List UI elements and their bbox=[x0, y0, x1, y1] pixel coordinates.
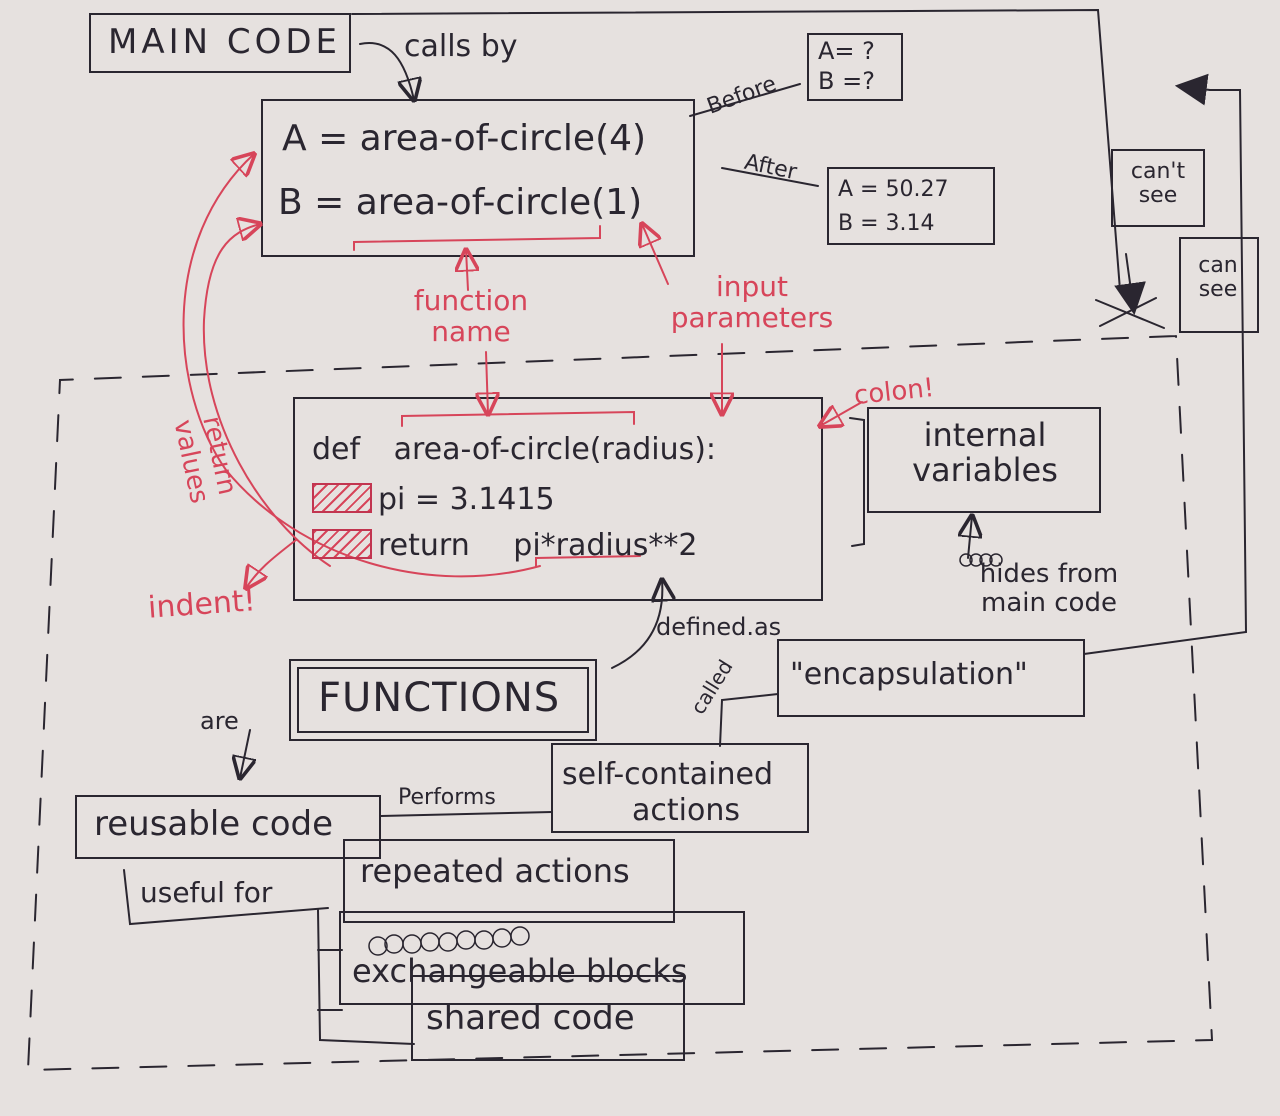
calls-by-label: calls by bbox=[404, 29, 518, 64]
indent-marker-2 bbox=[312, 529, 372, 559]
performs-line bbox=[379, 811, 553, 817]
after-box bbox=[827, 167, 995, 245]
functions-box-inner bbox=[297, 667, 589, 733]
def-keyword: def bbox=[312, 432, 361, 467]
def-signature: area-of-circle(radius): bbox=[393, 432, 717, 467]
self-contained-line-1: self-contained bbox=[562, 757, 774, 792]
self-contained-box bbox=[551, 743, 809, 833]
scribble-marks bbox=[368, 553, 1003, 956]
functions-title: FUNCTIONS bbox=[318, 675, 561, 721]
before-a: A= ? bbox=[818, 37, 875, 65]
exchangeable-blocks-label: exchangeable blocks bbox=[352, 952, 688, 990]
useful-for-label: useful for bbox=[140, 876, 273, 909]
colon-arrow bbox=[820, 401, 863, 426]
return-arrow-a bbox=[182, 154, 541, 578]
called-connector bbox=[719, 693, 779, 747]
input-parameters-label: input parameters bbox=[670, 270, 834, 334]
call-line-a: A = area-of-circle(4) bbox=[282, 118, 647, 159]
cross-mark bbox=[1095, 297, 1165, 329]
after-strike bbox=[721, 167, 819, 187]
indent-arrow bbox=[246, 539, 297, 588]
return-expression: pi*radius**2 bbox=[513, 528, 698, 563]
cant-see-label: can't see bbox=[1130, 159, 1186, 209]
are-arrow bbox=[240, 729, 250, 778]
encapsulation-label: "encapsulation" bbox=[790, 657, 1028, 692]
main-to-func-arrow bbox=[1114, 253, 1146, 316]
defined-as-arrow bbox=[611, 580, 662, 669]
input-params-up-arrow bbox=[642, 224, 669, 285]
function-name-label: function name bbox=[413, 284, 529, 348]
return-keyword: return bbox=[378, 528, 470, 563]
exchangeable-blocks-box bbox=[339, 911, 745, 1005]
before-box bbox=[807, 33, 903, 101]
return-arrow-b bbox=[202, 224, 331, 567]
calls-by-arrow bbox=[359, 42, 414, 100]
function-name-underline bbox=[353, 225, 601, 251]
reusable-code-box bbox=[75, 795, 381, 859]
repeated-actions-label: repeated actions bbox=[360, 852, 630, 890]
func-to-main-arrow bbox=[1174, 73, 1211, 106]
reusable-code-label: reusable code bbox=[94, 804, 333, 844]
useful-for-tree bbox=[317, 909, 415, 1045]
shared-code-label: shared code bbox=[426, 998, 635, 1038]
function-scope-border bbox=[26, 335, 1214, 1072]
defined-as-label: defined.as bbox=[656, 613, 782, 641]
internal-bracket bbox=[849, 417, 865, 547]
call-line-b: B = area-of-circle(1) bbox=[278, 182, 643, 223]
hides-from-label: hides from main code bbox=[979, 559, 1119, 618]
expression-underline bbox=[535, 555, 641, 567]
encapsulation-box bbox=[777, 639, 1085, 717]
after-a: A = 50.27 bbox=[838, 177, 949, 202]
indent-label: indent! bbox=[146, 583, 257, 626]
internal-variables-box bbox=[867, 407, 1101, 513]
self-contained-line-2: actions bbox=[632, 793, 740, 828]
indent-marker-1 bbox=[312, 483, 372, 513]
function-name-up-arrow bbox=[466, 250, 468, 291]
before-underline bbox=[689, 83, 801, 117]
after-b: B = 3.14 bbox=[838, 211, 935, 236]
main-code-box bbox=[89, 13, 351, 73]
def-line: def area-of-circle(radius): bbox=[312, 432, 716, 467]
main-code-title: MAIN CODE bbox=[108, 22, 342, 62]
def-body-line-2: return pi*radius**2 bbox=[312, 528, 698, 563]
cant-see-box bbox=[1111, 149, 1205, 227]
pi-assignment: pi = 3.1415 bbox=[378, 482, 555, 517]
can-see-label: can see bbox=[1198, 253, 1238, 303]
useful-for-corner bbox=[123, 869, 329, 926]
function-name-down-arrow bbox=[486, 351, 488, 414]
def-box bbox=[293, 397, 823, 601]
performs-label: Performs bbox=[398, 785, 496, 810]
before-b: B =? bbox=[818, 67, 875, 95]
useful-for-branches bbox=[317, 949, 343, 1011]
can-see-box bbox=[1179, 237, 1259, 333]
are-label: are bbox=[200, 707, 239, 735]
shared-code-box bbox=[411, 975, 685, 1061]
hides-arrow bbox=[968, 516, 972, 559]
repeated-actions-box bbox=[343, 839, 675, 923]
signature-underline bbox=[401, 410, 635, 427]
def-body-line-1: pi = 3.1415 bbox=[312, 482, 555, 517]
encapsulation-loop-line bbox=[1083, 89, 1248, 655]
functions-box-outer bbox=[289, 659, 597, 741]
internal-variables-label: internal variables bbox=[912, 416, 1058, 490]
